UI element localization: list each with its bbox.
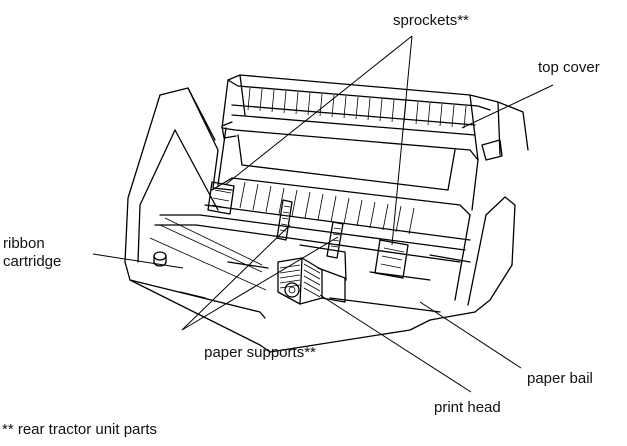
sprocket-left: [207, 181, 235, 215]
paper-path: [154, 177, 471, 301]
sprocket-right: [374, 239, 409, 279]
label-paper-bail: paper bail: [527, 370, 593, 387]
supports-pointer-left: [181, 224, 291, 331]
footnote: ** rear tractor unit parts: [2, 421, 157, 438]
print-head: [277, 244, 347, 305]
printer-body: [124, 87, 516, 353]
label-sprockets: sprockets**: [393, 12, 469, 29]
paper-bail-pointer: [419, 301, 522, 369]
supports-pointer-right: [181, 236, 339, 331]
leader-lines: [92, 35, 554, 393]
label-print-head: print head: [434, 399, 501, 416]
label-top-cover: top cover: [538, 59, 600, 76]
paper-bail: [179, 291, 441, 313]
sprockets-pointer-right: [391, 35, 413, 246]
paper-supports: [276, 199, 344, 259]
print-head-pointer: [319, 294, 472, 393]
label-paper-supports: paper supports**: [204, 344, 316, 361]
top-cover: [217, 74, 529, 211]
sprockets-pointer-left: [224, 35, 413, 186]
top-cover-pointer: [461, 84, 554, 129]
label-ribbon-cartridge: ribbon cartridge: [3, 235, 62, 270]
ribbon-pointer: [92, 253, 184, 269]
